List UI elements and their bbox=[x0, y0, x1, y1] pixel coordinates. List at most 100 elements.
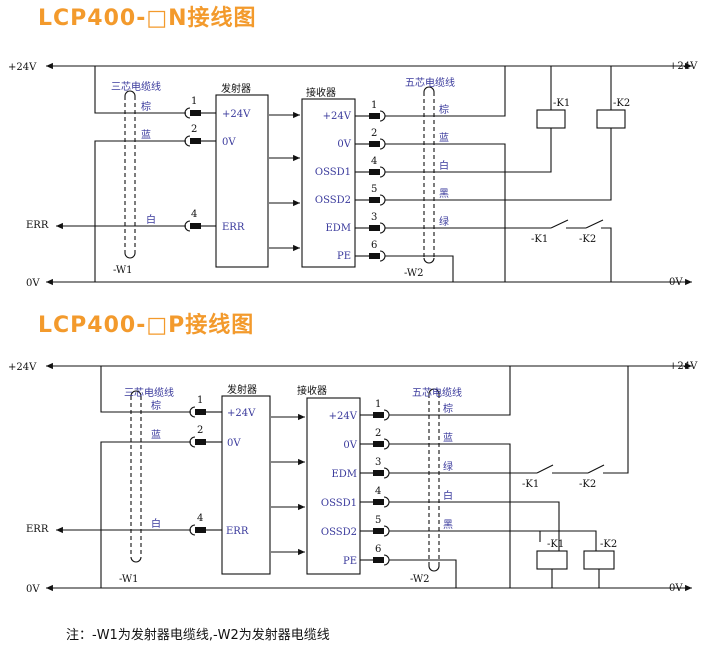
n-receiver-title: 接收器 bbox=[306, 86, 336, 99]
p-receiver-box bbox=[306, 397, 361, 575]
p-label-w2: -W2 bbox=[410, 574, 429, 585]
p-emit-connector-1 bbox=[189, 406, 222, 418]
n-recv-num-6: 6 bbox=[371, 240, 377, 251]
n-recv-wire-plus24v bbox=[385, 66, 506, 117]
p-recv-wire-0v bbox=[389, 443, 511, 588]
n-relay-k1-label: -K1 bbox=[553, 98, 570, 109]
p-label-err: ERR bbox=[26, 524, 49, 535]
n-receiver-pin-3: OSSD1 bbox=[315, 167, 351, 178]
n-emit-connector-1 bbox=[184, 107, 216, 119]
n-contact-k2 bbox=[585, 219, 604, 229]
diagram-p-type: +24V +24V 0V 0V ERR 三芯电缆线 -W1 棕 蓝 白 bbox=[8, 361, 698, 595]
p-recv-color-1: 棕 bbox=[443, 402, 453, 415]
p-label-w1: -W1 bbox=[119, 574, 138, 585]
n-w2-cable-top bbox=[423, 86, 435, 93]
p-relay-k1-coil bbox=[536, 550, 568, 570]
n-w1-cable-bottom bbox=[124, 252, 136, 259]
n-emit-color-3: 白 bbox=[146, 213, 156, 226]
p-emit-num-3: 4 bbox=[197, 513, 203, 524]
n-recv-num-3: 4 bbox=[371, 156, 377, 167]
n-emit-connector-2 bbox=[184, 135, 216, 147]
n-label-0v-left: 0V bbox=[26, 278, 40, 289]
n-label-w1: -W1 bbox=[113, 265, 132, 276]
n-recv-color-2: 蓝 bbox=[439, 132, 449, 144]
n-recv-connector-5 bbox=[355, 222, 386, 234]
p-recv-connector-2 bbox=[360, 438, 390, 450]
n-label-0v-right: 0V bbox=[669, 277, 683, 288]
p-recv-color-3: 绿 bbox=[443, 460, 453, 473]
p-receiver-pin-5: OSSD2 bbox=[321, 527, 357, 538]
p-recv-num-2: 2 bbox=[375, 428, 381, 439]
p-recv-connector-5 bbox=[360, 525, 390, 537]
n-recv-color-5: 绿 bbox=[439, 215, 449, 228]
n-emit-color-1: 棕 bbox=[141, 100, 151, 113]
diagram-n-type: +24V +24V 0V 0V ERR 三芯电缆线 -W1 棕 蓝 白 bbox=[8, 61, 698, 289]
p-label-plus24v-left: +24V bbox=[8, 362, 37, 373]
p-recv-connector-1 bbox=[360, 409, 390, 421]
p-recv-color-2: 蓝 bbox=[443, 432, 453, 444]
n-emitter-pin-2: 0V bbox=[222, 137, 236, 148]
p-recv-num-3: 3 bbox=[375, 457, 381, 468]
n-relay-k2-coil bbox=[596, 109, 626, 129]
n-emit-connector-3 bbox=[184, 220, 216, 232]
p-contact-k2 bbox=[587, 464, 605, 474]
n-emitter-pin-1: +24V bbox=[222, 109, 251, 120]
n-contact-k2-label: -K2 bbox=[579, 234, 596, 245]
title-n-type: LCP400-□N接线图 bbox=[38, 6, 257, 31]
p-label-0v-left: 0V bbox=[26, 584, 40, 595]
n-emit-num-1: 1 bbox=[191, 96, 197, 107]
n-emitter-title: 发射器 bbox=[221, 82, 251, 95]
p-contact-k1-label: -K1 bbox=[522, 479, 539, 490]
n-relay-k1-coil bbox=[536, 109, 566, 129]
n-relay-k2-label: -K2 bbox=[613, 98, 630, 109]
p-recv-num-5: 5 bbox=[375, 515, 381, 526]
p-emit-connector-2 bbox=[189, 436, 222, 448]
n-emit-color-2: 蓝 bbox=[141, 129, 151, 141]
n-w2-cable-bottom bbox=[423, 257, 435, 264]
p-emit-color-2: 蓝 bbox=[151, 429, 161, 441]
p-emitter-title: 发射器 bbox=[227, 383, 257, 396]
n-recv-connector-3 bbox=[355, 166, 386, 178]
n-recv-num-1: 1 bbox=[371, 100, 377, 111]
p-emit-connector-3 bbox=[189, 524, 222, 536]
n-label-w2: -W2 bbox=[404, 268, 423, 279]
n-contact-return bbox=[601, 227, 612, 282]
p-w1-cable-bottom bbox=[130, 556, 142, 563]
n-recv-connector-6 bbox=[355, 250, 386, 262]
n-recv-wire-pe bbox=[385, 255, 454, 282]
p-label-three-core-cable: 三芯电缆线 bbox=[124, 386, 174, 399]
n-label-three-core-cable: 三芯电缆线 bbox=[111, 80, 161, 93]
n-recv-wire-ossd2 bbox=[385, 128, 612, 201]
p-receiver-title: 接收器 bbox=[297, 384, 327, 397]
p-contact-return bbox=[603, 366, 629, 474]
p-recv-connector-4 bbox=[360, 496, 390, 508]
p-emitter-pin-3: ERR bbox=[226, 526, 249, 537]
p-emit-color-1: 棕 bbox=[151, 399, 161, 412]
p-emit-wire-brown bbox=[100, 366, 191, 413]
p-relay-k1-label: -K1 bbox=[547, 539, 564, 550]
n-receiver-pin-2: 0V bbox=[337, 139, 351, 150]
p-receiver-pin-6: PE bbox=[343, 556, 357, 567]
p-recv-wire-ossd1 bbox=[389, 501, 560, 542]
p-relay-k2-coil bbox=[583, 550, 615, 570]
p-recv-num-4: 4 bbox=[375, 486, 381, 497]
n-w1-cable-top bbox=[124, 90, 136, 97]
n-recv-color-4: 黑 bbox=[439, 188, 449, 200]
p-recv-wire-ossd1b bbox=[389, 530, 541, 542]
n-recv-wire-ossd1 bbox=[385, 128, 552, 173]
p-contact-k2-label: -K2 bbox=[579, 479, 596, 490]
n-recv-num-2: 2 bbox=[371, 128, 377, 139]
n-label-five-core-cable: 五芯电缆线 bbox=[405, 76, 455, 89]
n-receiver-pin-6: PE bbox=[337, 251, 351, 262]
p-label-plus24v-right: +24V bbox=[669, 361, 698, 372]
n-emitter-pin-3: ERR bbox=[222, 222, 245, 233]
footnote: 注：-W1为发射器电缆线,-W2为发射器电缆线 bbox=[66, 628, 330, 643]
n-recv-num-4: 5 bbox=[371, 184, 377, 195]
p-w2-cable-top bbox=[428, 388, 440, 395]
p-w2-cable-bottom bbox=[428, 565, 440, 572]
n-recv-connector-4 bbox=[355, 194, 386, 206]
n-receiver-box bbox=[301, 98, 356, 268]
p-recv-wire-ossd2 bbox=[454, 530, 597, 542]
p-emit-num-1: 1 bbox=[197, 395, 203, 406]
n-emit-num-2: 2 bbox=[191, 124, 197, 135]
